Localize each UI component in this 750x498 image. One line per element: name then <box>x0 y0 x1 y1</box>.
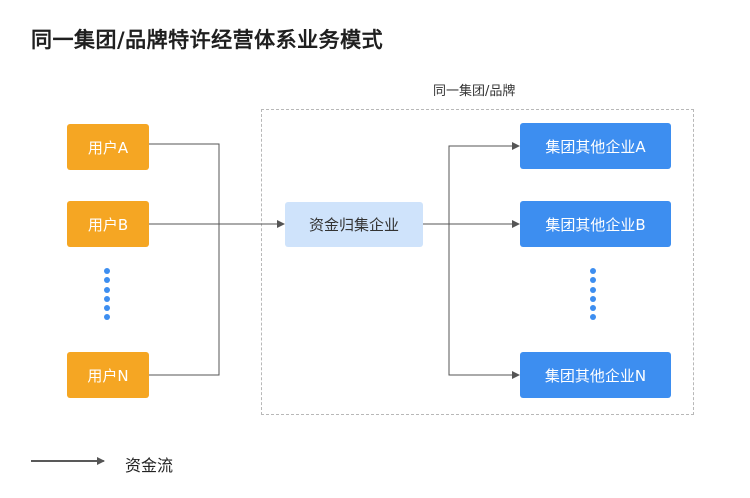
enterprise-node-b: 集团其他企业B <box>520 201 671 247</box>
connector-hub-to-ent-a <box>448 142 520 224</box>
enterprise-node-a: 集团其他企业A <box>520 123 671 169</box>
user-node-n: 用户N <box>67 352 149 398</box>
connector-user-n <box>149 224 220 376</box>
connector-user-a <box>149 143 220 224</box>
user-node-a: 用户A <box>67 124 149 170</box>
connector-hub-to-ent-n <box>448 224 520 379</box>
legend-label: 资金流 <box>125 456 174 475</box>
hub-node: 资金归集企业 <box>285 202 423 247</box>
group-boundary <box>261 109 694 415</box>
diagram-title: 同一集团/品牌特许经营体系业务模式 <box>31 28 384 52</box>
enterprise-node-n: 集团其他企业N <box>520 352 671 398</box>
user-ellipsis <box>104 268 110 324</box>
enterprise-ellipsis <box>590 268 596 324</box>
group-label: 同一集团/品牌 <box>433 84 516 99</box>
user-node-b: 用户B <box>67 201 149 247</box>
